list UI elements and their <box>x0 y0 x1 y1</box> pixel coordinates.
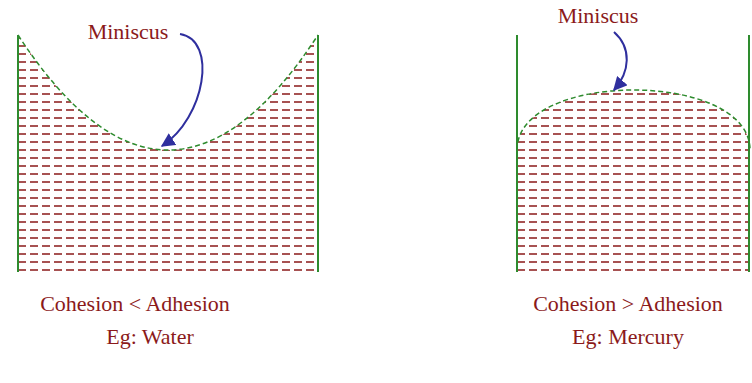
meniscus-label: Miniscus <box>88 20 169 44</box>
condition-label: Cohesion < Adhesion <box>40 292 230 316</box>
liquid-line <box>18 269 318 271</box>
liquid-line <box>18 229 318 231</box>
liquid-line <box>517 245 750 247</box>
concave-meniscus <box>18 35 318 150</box>
container-wall <box>748 35 750 272</box>
liquid-line <box>517 173 750 175</box>
liquid-line <box>18 173 318 175</box>
liquid-line <box>18 189 318 191</box>
liquid-line <box>18 221 318 223</box>
liquid-line <box>517 101 750 103</box>
liquid-line <box>18 253 318 255</box>
liquid-line <box>18 261 318 263</box>
liquid-line <box>517 181 750 183</box>
liquid-line <box>18 45 318 47</box>
container-wall <box>17 35 19 272</box>
liquid-line <box>18 213 318 215</box>
liquid-line <box>517 221 750 223</box>
liquid-line <box>18 77 318 79</box>
liquid-line <box>517 213 750 215</box>
liquid-line <box>18 205 318 207</box>
liquid-line <box>517 109 750 111</box>
liquid-line <box>517 157 750 159</box>
water-liquid <box>18 38 318 270</box>
liquid-line <box>517 165 750 167</box>
liquid-line <box>18 133 318 135</box>
liquid-line <box>18 157 318 159</box>
liquid-line <box>18 61 318 63</box>
liquid-line <box>517 205 750 207</box>
meniscus-label: Miniscus <box>558 4 639 28</box>
pointer-arrow <box>162 34 202 146</box>
liquid-line <box>18 245 318 247</box>
liquid-line <box>18 165 318 167</box>
liquid-line <box>18 237 318 239</box>
liquid-line <box>517 189 750 191</box>
liquid-line <box>517 229 750 231</box>
example-label: Eg: Water <box>106 325 194 349</box>
liquid-line <box>517 93 750 95</box>
liquid-line <box>517 141 750 143</box>
liquid-line <box>517 117 750 119</box>
liquid-line <box>517 149 750 151</box>
liquid-line <box>18 109 318 111</box>
liquid-line <box>517 125 750 127</box>
liquid-line <box>18 117 318 119</box>
liquid-line <box>517 237 750 239</box>
pointer-arrow <box>614 32 627 90</box>
mercury-liquid <box>517 86 750 270</box>
liquid-line <box>517 197 750 199</box>
liquid-line <box>18 181 318 183</box>
container-wall <box>317 35 319 272</box>
liquid-line <box>18 69 318 71</box>
liquid-line <box>517 133 750 135</box>
liquid-line <box>18 101 318 103</box>
container-wall <box>516 35 518 272</box>
liquid-line <box>517 253 750 255</box>
convex-meniscus <box>517 90 750 150</box>
liquid-line <box>517 261 750 263</box>
liquid-line <box>18 85 318 87</box>
condition-label: Cohesion > Adhesion <box>533 292 723 316</box>
example-label: Eg: Mercury <box>572 325 684 349</box>
liquid-line <box>18 53 318 55</box>
liquid-line <box>18 197 318 199</box>
liquid-line <box>18 125 318 127</box>
liquid-line <box>517 269 750 271</box>
liquid-line <box>517 85 750 87</box>
